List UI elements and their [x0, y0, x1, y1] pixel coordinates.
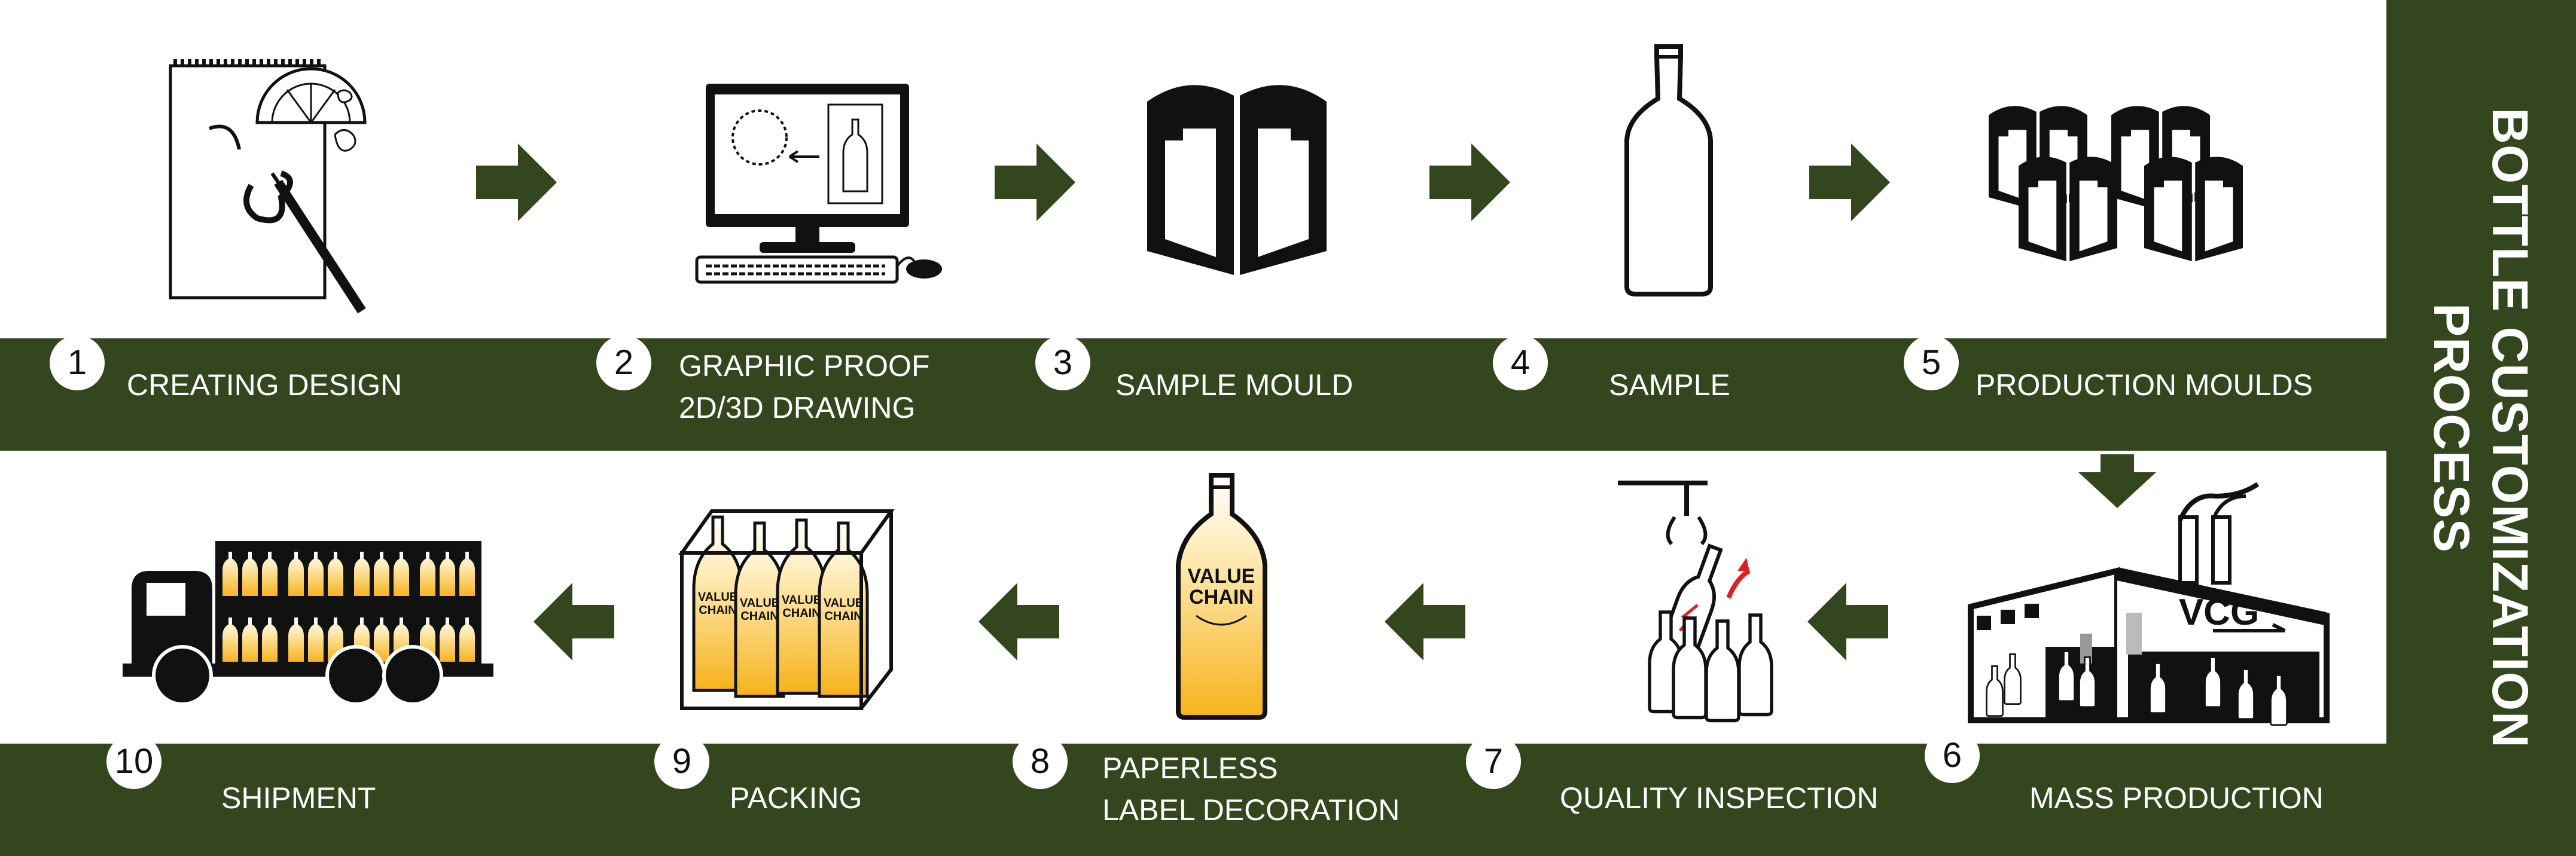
- step-3-number: 3: [1035, 335, 1090, 390]
- step-4-number: 4: [1493, 335, 1548, 390]
- step-8-number: 8: [1013, 734, 1068, 789]
- step-1-number: 1: [50, 335, 105, 390]
- step-3-label: SAMPLE MOULD: [1115, 368, 1353, 402]
- step-6-number: 6: [1925, 728, 1980, 783]
- step-8-label-line-2: LABEL DECORATION: [1102, 793, 1400, 827]
- step-10-label: SHIPMENT: [221, 781, 376, 815]
- step-7-label: QUALITY INSPECTION: [1560, 781, 1879, 815]
- flow-arrow-3-4: [1429, 143, 1510, 221]
- step-5-label: PRODUCTION MOULDS: [1976, 368, 2313, 402]
- decorated-bottle-icon: VALUE CHAIN: [1176, 473, 1267, 720]
- step-10-number: 10: [106, 734, 161, 789]
- flow-arrow-4-5: [1809, 143, 1890, 221]
- flow-arrow-9-10: [534, 583, 614, 661]
- sample-mould-icon: [1147, 85, 1327, 275]
- production-moulds-icon: [1987, 105, 2244, 262]
- bottom-band: [0, 744, 2386, 856]
- factory-logo: VCG: [2179, 592, 2259, 633]
- truck-icon: [123, 541, 493, 706]
- design-sketch-icon: [169, 59, 367, 314]
- step-4-label: SAMPLE: [1609, 368, 1730, 402]
- flow-arrow-7-8: [1385, 583, 1465, 661]
- title-line-2: PROCESS: [2423, 303, 2480, 553]
- bottle-brand-line-2: CHAIN: [1189, 586, 1254, 609]
- packing-box-icon: [678, 509, 895, 710]
- step-2-label: GRAPHIC PROOF 2D/3D DRAWING: [679, 345, 929, 429]
- flow-arrow-6-7: [1807, 583, 1888, 661]
- side-panel: [2386, 0, 2576, 856]
- top-band: [0, 338, 2386, 451]
- step-8-label-line-1: PAPERLESS: [1102, 751, 1278, 785]
- step-5-number: 5: [1904, 335, 1959, 390]
- diagram-title: BOTTLE CUSTOMIZATION PROCESS: [2422, 16, 2540, 840]
- step-2-label-line-1: GRAPHIC PROOF: [679, 349, 930, 383]
- step-2-label-line-2: 2D/3D DRAWING: [679, 391, 916, 424]
- flow-arrow-1-2: [476, 143, 557, 221]
- illustrations: VALUE CHAIN: [123, 44, 2330, 726]
- step-6-label: MASS PRODUCTION: [2029, 781, 2324, 815]
- computer-monitor-icon: [695, 84, 942, 284]
- flow-arrow-5-6: [2078, 454, 2156, 508]
- factory-icon: VCG: [1968, 482, 2330, 726]
- quality-inspection-icon: [1618, 481, 1772, 721]
- sample-bottle-icon: [1624, 44, 1713, 296]
- step-1-label: CREATING DESIGN: [127, 368, 403, 402]
- bottle-brand-line-1: VALUE: [1188, 565, 1255, 588]
- flow-arrow-8-9: [978, 583, 1059, 661]
- step-9-label: PACKING: [730, 781, 862, 815]
- step-9-number: 9: [654, 734, 709, 789]
- step-7-number: 7: [1466, 734, 1521, 789]
- title-line-1: BOTTLE CUSTOMIZATION: [2482, 108, 2538, 748]
- step-2-number: 2: [596, 335, 651, 390]
- flow-arrow-2-3: [995, 143, 1075, 221]
- step-8-label: PAPERLESS LABEL DECORATION: [1102, 747, 1400, 831]
